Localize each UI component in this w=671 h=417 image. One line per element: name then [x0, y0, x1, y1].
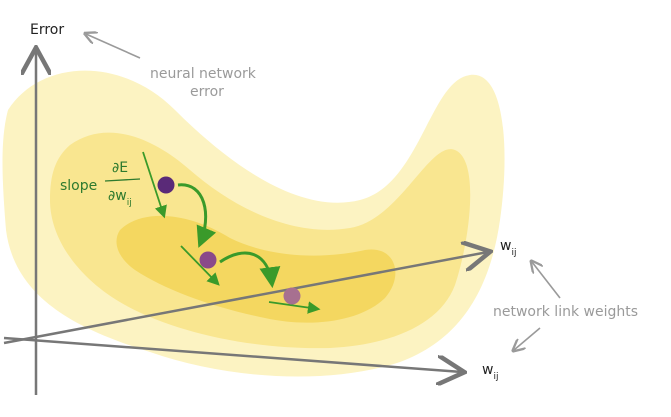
descent-position-1: [157, 176, 175, 194]
error-axis-label: Error: [30, 22, 64, 38]
weight-axis-lower-line: [3, 336, 462, 372]
slope-tangent-arrow-2: [180, 245, 220, 286]
slope-fraction-numerator: ∂E: [112, 160, 128, 176]
neural-network-error-pointer: [86, 34, 141, 59]
error-surface-inner: [116, 215, 396, 323]
slope-tangent-arrow-1: [142, 151, 167, 219]
weight-axis-upper-label: wij: [500, 238, 516, 258]
network-link-weights-label: network link weights: [493, 304, 638, 320]
weight-axis-lower-label: wij: [482, 362, 498, 382]
neural-network-error-label-line1: neural network: [150, 66, 257, 82]
descent-position-3: [283, 287, 301, 305]
descent-step-arrow-2: [219, 251, 281, 289]
link-weights-pointer-lower: [514, 327, 541, 350]
neural-network-error-label-line2: error: [190, 84, 224, 100]
slope-label: slope: [60, 178, 97, 194]
slope-fraction-denominator: ∂wij: [108, 188, 132, 208]
descent-position-2: [199, 251, 217, 269]
link-weights-pointer-upper: [532, 262, 561, 299]
slope-fraction-bar: [104, 178, 141, 182]
slope-tangent-arrow-3: [268, 301, 321, 314]
weight-axis-upper-line: [3, 252, 488, 345]
descent-step-arrow-1: [177, 183, 217, 248]
